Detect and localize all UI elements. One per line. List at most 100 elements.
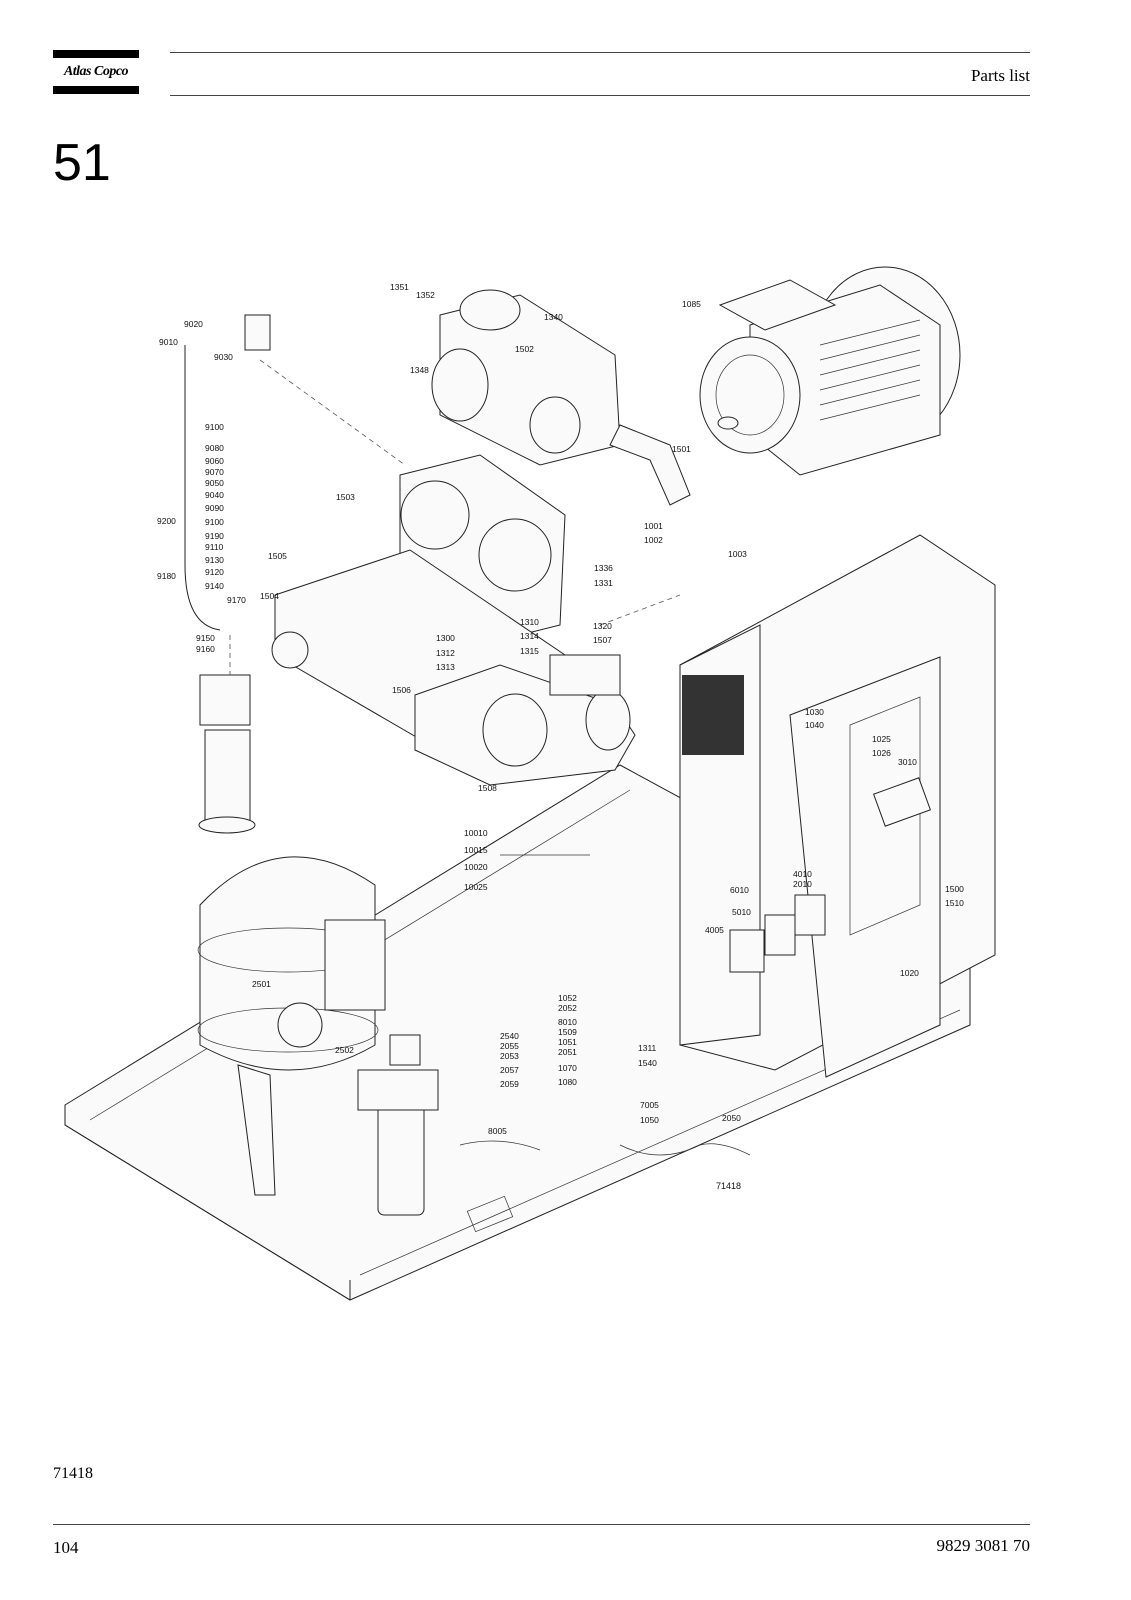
- logo-bar-bottom: [53, 86, 139, 94]
- callout-8010: 8010: [558, 1017, 577, 1027]
- callout-9150: 9150: [196, 633, 215, 643]
- callout-1052: 1052: [558, 993, 577, 1003]
- callout-9160: 9160: [196, 644, 215, 654]
- callout-1340: 1340: [544, 312, 563, 322]
- callout-1348: 1348: [410, 365, 429, 375]
- callout-1320: 1320: [593, 621, 612, 631]
- relation-lines: [229, 359, 681, 675]
- callout-4010: 4010: [793, 869, 812, 879]
- callout-1500: 1500: [945, 884, 964, 894]
- electric-motor: [699, 266, 961, 476]
- logo-text: Atlas Copco: [63, 64, 129, 79]
- callout-10010: 10010: [464, 828, 488, 838]
- callout-9010: 9010: [159, 337, 178, 347]
- callout-2055: 2055: [500, 1041, 519, 1051]
- callout-6010: 6010: [730, 885, 749, 895]
- callout-10015: 10015: [464, 845, 488, 855]
- callout-9070: 9070: [205, 467, 224, 477]
- callout-1310: 1310: [520, 617, 539, 627]
- callout-2051: 2051: [558, 1047, 577, 1057]
- callout-1050: 1050: [640, 1115, 659, 1125]
- oil-stop-line: [184, 314, 271, 631]
- callout-9120: 9120: [205, 567, 224, 577]
- callout-1026: 1026: [872, 748, 891, 758]
- callout-1351: 1351: [390, 282, 409, 292]
- page-number: 104: [53, 1538, 79, 1557]
- callout-9130: 9130: [205, 555, 224, 565]
- parts-drawing: 1351 1352 1340 1085 9020 9010 9030 1502 …: [64, 266, 996, 1301]
- callout-1314: 1314: [520, 631, 539, 641]
- callout-3010: 3010: [898, 757, 917, 767]
- callout-9050: 9050: [205, 478, 224, 488]
- oil-filter: [357, 1034, 439, 1216]
- callout-1331: 1331: [594, 578, 613, 588]
- callout-2050: 2050: [722, 1113, 741, 1123]
- callout-1510: 1510: [945, 898, 964, 908]
- callout-1002: 1002: [644, 535, 663, 545]
- callout-10020: 10020: [464, 862, 488, 872]
- callout-1507: 1507: [593, 635, 612, 645]
- callout-9020: 9020: [184, 319, 203, 329]
- callout-7005: 7005: [640, 1100, 659, 1110]
- section-number: 51: [53, 134, 111, 192]
- exploded-parts-diagram: 1351 1352 1340 1085 9020 9010 9030 1502 …: [60, 265, 1020, 1345]
- callout-9100: 9100: [205, 422, 224, 432]
- callout-1040: 1040: [805, 720, 824, 730]
- callout-2502: 2502: [335, 1045, 354, 1055]
- cooler-assembly: [271, 549, 636, 786]
- callout-1504: 1504: [260, 591, 279, 601]
- callout-2540: 2540: [500, 1031, 519, 1041]
- callout-9090: 9090: [205, 503, 224, 513]
- callout-1336: 1336: [594, 563, 613, 573]
- callout-1312: 1312: [436, 648, 455, 658]
- callout-1315: 1315: [520, 646, 539, 656]
- callout-2053: 2053: [500, 1051, 519, 1061]
- compressor-element: [431, 289, 691, 506]
- callout-8005: 8005: [488, 1126, 507, 1136]
- cable-harnesses: [459, 854, 751, 1156]
- callout-1540: 1540: [638, 1058, 657, 1068]
- callout-9030: 9030: [214, 352, 233, 362]
- figure-code: 71418: [53, 1465, 93, 1482]
- callout-2052: 2052: [558, 1003, 577, 1013]
- callout-1030: 1030: [805, 707, 824, 717]
- callout-1506: 1506: [392, 685, 411, 695]
- callout-1070: 1070: [558, 1063, 577, 1073]
- callout-9140: 9140: [205, 581, 224, 591]
- callout-9080: 9080: [205, 443, 224, 453]
- callout-1311: 1311: [638, 1043, 657, 1053]
- callout-1509: 1509: [558, 1027, 577, 1037]
- callout-1025: 1025: [872, 734, 891, 744]
- callout-9100-b: 9100: [205, 517, 224, 527]
- callout-1508: 1508: [478, 783, 497, 793]
- callout-labels: 1351 1352 1340 1085 9020 9010 9030 1502 …: [157, 282, 964, 1191]
- logo-bar-top: [53, 50, 139, 58]
- callout-9190: 9190: [205, 531, 224, 541]
- callout-1080: 1080: [558, 1077, 577, 1087]
- callout-9110: 9110: [205, 542, 224, 552]
- callout-2501: 2501: [252, 979, 271, 989]
- figure-inner-code: 71418: [716, 1181, 741, 1191]
- footer-rule: [53, 1524, 1030, 1525]
- callout-1503: 1503: [336, 492, 355, 502]
- callout-1502: 1502: [515, 344, 534, 354]
- document-number: 9829 3081 70: [936, 1536, 1031, 1555]
- electrical-cubicle: [679, 534, 996, 1078]
- oil-separator-vessel: [197, 856, 386, 1196]
- callout-2010: 2010: [793, 879, 812, 889]
- callout-9040: 9040: [205, 490, 224, 500]
- callout-1001: 1001: [644, 521, 663, 531]
- callout-1020: 1020: [900, 968, 919, 978]
- callout-4005: 4005: [705, 925, 724, 935]
- callout-1501: 1501: [672, 444, 691, 454]
- callout-9200: 9200: [157, 516, 176, 526]
- air-filter-housing: [198, 674, 256, 834]
- callout-9170: 9170: [227, 595, 246, 605]
- header-rule-top: [170, 52, 1030, 53]
- atlas-copco-logo: Atlas Copco: [53, 50, 139, 94]
- callout-9060: 9060: [205, 456, 224, 466]
- callout-1313: 1313: [436, 662, 455, 672]
- callout-2059: 2059: [500, 1079, 519, 1089]
- callout-9180: 9180: [157, 571, 176, 581]
- callout-5010: 5010: [732, 907, 751, 917]
